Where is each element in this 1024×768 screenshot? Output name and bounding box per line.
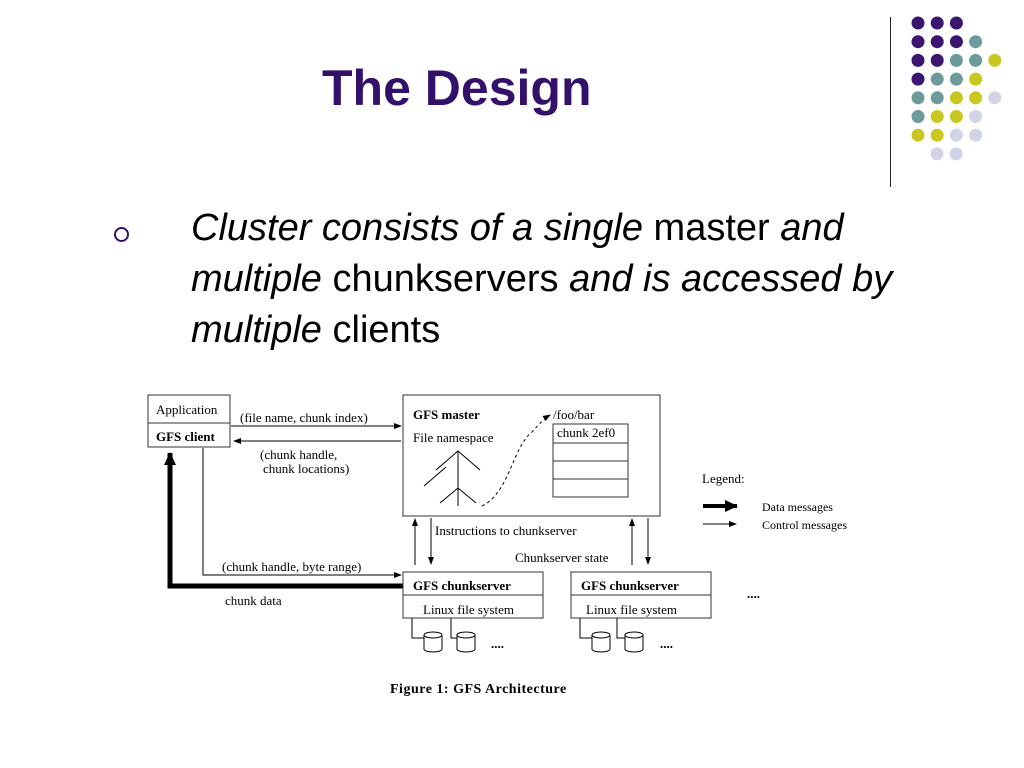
legend-title: Legend: bbox=[702, 471, 745, 486]
decorative-dot bbox=[949, 91, 963, 105]
decorative-dot bbox=[930, 72, 944, 86]
disk-icon bbox=[423, 631, 443, 653]
decorative-dot bbox=[949, 72, 963, 86]
decorative-dot bbox=[969, 91, 983, 105]
chunkserver-ellipsis: .... bbox=[747, 586, 760, 601]
decorative-dot bbox=[911, 35, 925, 49]
decorative-dot bbox=[911, 128, 925, 142]
gfs-architecture-diagram: Application GFS client (file name, chunk… bbox=[147, 394, 847, 697]
decorative-dot bbox=[930, 128, 944, 142]
application-label: Application bbox=[156, 402, 218, 417]
decorative-dot bbox=[988, 53, 1002, 67]
linux-fs-1-label: Linux file system bbox=[423, 602, 514, 617]
decorative-dot bbox=[949, 110, 963, 123]
figure-caption: Figure 1: GFS Architecture bbox=[390, 682, 567, 697]
decorative-dot-grid bbox=[911, 16, 1002, 161]
bullet-seg-4: chunkservers bbox=[332, 258, 559, 300]
response-label-1: (chunk handle, bbox=[260, 447, 337, 462]
decorative-dot bbox=[911, 110, 925, 123]
chunk-data-label: chunk data bbox=[225, 593, 282, 608]
decorative-dot bbox=[930, 110, 944, 123]
decorative-dot bbox=[969, 110, 983, 123]
master-box bbox=[402, 394, 661, 517]
legend-data-label: Data messages bbox=[762, 500, 833, 514]
decorative-dot bbox=[949, 128, 963, 142]
decorative-dot bbox=[911, 16, 925, 30]
chunkserver-box-1 bbox=[402, 571, 544, 619]
client-box bbox=[147, 394, 231, 448]
response-label-2: chunk locations) bbox=[263, 461, 349, 476]
namespace-tree-icon bbox=[423, 450, 481, 506]
chunkserver-state-label: Chunkserver state bbox=[515, 550, 609, 565]
namespace-link-dashed bbox=[481, 414, 551, 507]
disk-icon bbox=[624, 631, 644, 653]
gfs-master-label: GFS master bbox=[413, 407, 480, 422]
bullet-seg-6: clients bbox=[332, 309, 441, 351]
decorative-dot bbox=[930, 16, 944, 30]
disk-connectors-2 bbox=[579, 618, 625, 639]
bullet-icon bbox=[114, 227, 129, 242]
path-label: /foo/bar bbox=[553, 407, 595, 422]
decorative-dot bbox=[949, 147, 963, 161]
decorative-dot bbox=[969, 72, 983, 86]
bullet-seg-5: and is accessed by multiple bbox=[191, 258, 893, 351]
disk-ellipsis-1: .... bbox=[491, 636, 504, 651]
bullet-text: Cluster consists of a single master and … bbox=[191, 203, 951, 356]
slide-title: The Design bbox=[322, 60, 592, 116]
disk-ellipsis-2: .... bbox=[660, 636, 673, 651]
chunkserver-2-label: GFS chunkserver bbox=[581, 578, 679, 593]
gfs-client-label: GFS client bbox=[156, 429, 216, 444]
decorative-dot bbox=[969, 35, 983, 49]
decorative-dot bbox=[930, 147, 944, 161]
disk-icon bbox=[591, 631, 611, 653]
file-namespace-label: File namespace bbox=[413, 430, 494, 445]
bullet-seg-1: Cluster consists of a single bbox=[191, 207, 643, 249]
request-label: (file name, chunk index) bbox=[240, 410, 368, 425]
divider-line bbox=[890, 17, 891, 187]
decorative-dot bbox=[911, 91, 925, 105]
decorative-dot bbox=[988, 91, 1002, 105]
chunkserver-1-label: GFS chunkserver bbox=[413, 578, 511, 593]
legend-control-label: Control messages bbox=[762, 518, 847, 532]
decorative-dot bbox=[930, 53, 944, 67]
decorative-dot bbox=[949, 16, 963, 30]
decorative-dot bbox=[949, 53, 963, 67]
disk-connectors-1 bbox=[411, 618, 457, 639]
bullet-seg-2: master bbox=[653, 207, 770, 249]
decorative-dot bbox=[969, 128, 983, 142]
decorative-dot bbox=[930, 91, 944, 105]
decorative-dot bbox=[969, 53, 983, 67]
decorative-dot bbox=[949, 35, 963, 49]
chunk-table bbox=[552, 423, 629, 498]
bullet-seg-3: and multiple bbox=[191, 207, 844, 300]
linux-fs-2-label: Linux file system bbox=[586, 602, 677, 617]
disk-icon bbox=[456, 631, 476, 653]
byte-range-arrow bbox=[202, 448, 402, 578]
byte-range-label: (chunk handle, byte range) bbox=[222, 559, 361, 574]
chunk-id-label: chunk 2ef0 bbox=[557, 425, 615, 440]
decorative-dot bbox=[930, 35, 944, 49]
instructions-label: Instructions to chunkserver bbox=[435, 523, 577, 538]
chunkserver-box-2 bbox=[570, 571, 712, 619]
decorative-dot bbox=[911, 72, 925, 86]
chunk-data-arrow bbox=[164, 452, 403, 589]
decorative-dot bbox=[911, 53, 925, 67]
